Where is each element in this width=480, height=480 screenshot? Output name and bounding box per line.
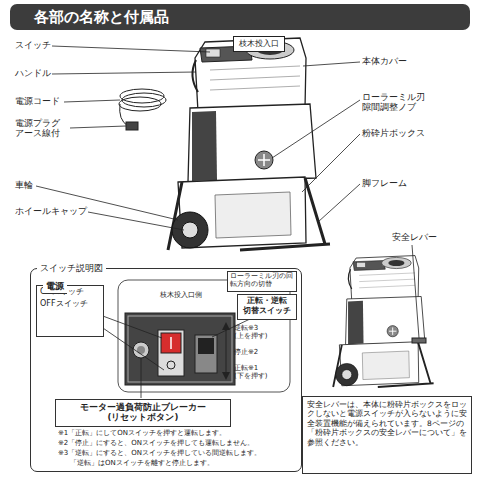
part-name: ローラーミル刃 隙間調整ノブ — [362, 92, 438, 113]
switch-leaders — [92, 312, 250, 398]
leader-line — [303, 62, 360, 66]
leader-line — [52, 72, 196, 74]
switch-label: 枝木投入口側 — [160, 291, 202, 299]
leader-line — [70, 126, 126, 128]
leader-line — [100, 326, 164, 370]
direction-arrow — [226, 326, 227, 376]
leader-line — [272, 100, 360, 158]
node-heading: 電源 — [43, 279, 67, 294]
leader-line — [64, 100, 120, 102]
footnote: ※3「逆転」にすると、ONスイッチを押している間逆転します。 — [58, 449, 300, 457]
cord-loop — [119, 97, 161, 111]
selector-switch-box: 正転・逆転 切替スイッチ — [237, 294, 297, 320]
node-text: OFFスイッチ — [37, 298, 103, 310]
main-shredder — [168, 38, 330, 250]
leader-line — [318, 184, 360, 222]
leader-line — [141, 358, 142, 398]
node-heading: スイッチ説明図 — [37, 262, 106, 274]
rocker-switch — [158, 330, 184, 376]
power-cord — [119, 89, 166, 126]
part-name: ホイールキャップ — [15, 206, 87, 216]
power-box: 電源ONスイッチOFFスイッチ — [36, 285, 104, 337]
part-name: ハンドル — [15, 68, 51, 78]
leader-line — [302, 134, 360, 192]
on-mark — [170, 337, 172, 349]
direction-knob — [198, 338, 214, 354]
node-heading: ローラーミル刃の回転方向の切替 — [230, 273, 294, 289]
part-name: 粉砕片ボックス — [362, 128, 425, 138]
leader-line — [52, 46, 210, 52]
part-name: 車輪 — [15, 180, 33, 190]
node-heading: モーター過負荷防止ブレーカー (リセットボタン) — [58, 402, 228, 422]
leader-line — [88, 212, 184, 230]
node-heading: 枝木投入口 — [234, 37, 284, 51]
switch-label: 逆転※3 (上を押す) — [234, 324, 282, 340]
switch-label: 停止※2 — [234, 348, 258, 356]
title-band: 各部の名称と付属品 — [10, 4, 470, 30]
plate-border — [128, 316, 232, 382]
part-name: 本体カバー — [362, 56, 407, 66]
power-plug — [126, 122, 138, 130]
safety-lever — [412, 338, 426, 343]
leader-lines — [36, 44, 419, 338]
cord-loop — [122, 93, 166, 107]
part-name: 電源プラグ アース線付 — [15, 118, 71, 139]
part-name: スイッチ — [15, 40, 51, 50]
direction-switch — [195, 335, 217, 373]
footnote: ※2「停止」にすると、ONスイッチを押しても運転しません。 — [58, 439, 300, 447]
part-name: 安全レバー — [392, 232, 437, 242]
on-switch — [161, 333, 181, 353]
node-heading: 正転・逆転 切替スイッチ — [239, 296, 295, 315]
leader-line — [412, 245, 419, 338]
part-name: 電源コード — [15, 96, 60, 106]
breaker-center — [137, 346, 145, 354]
breaker-box: モーター過負荷防止ブレーカー (リセットボタン) — [55, 399, 231, 427]
small-shredder — [333, 256, 433, 387]
off-mark — [167, 361, 175, 369]
node-heading: 安全レバーは、本体に粉砕片ボックスをロックしないと電源スイッチが入らないように安… — [307, 400, 467, 447]
inlet-label-box: 枝木投入口 — [233, 36, 285, 52]
switch-plate — [125, 313, 235, 385]
footnote: ※1「正転」にしてONスイッチを押すと運転します。 — [58, 429, 300, 437]
footnote: 「逆転」はONスイッチを離すと停止します。 — [70, 459, 300, 467]
switch-label: 正転※1 (下を押す) — [234, 364, 282, 380]
rotation-note-box: ローラーミル刃の回転方向の切替 — [227, 271, 297, 292]
part-name: 脚フレーム — [362, 178, 407, 188]
safety-note-box: 安全レバーは、本体に粉砕片ボックスをロックしないと電源スイッチが入らないように安… — [302, 396, 472, 474]
